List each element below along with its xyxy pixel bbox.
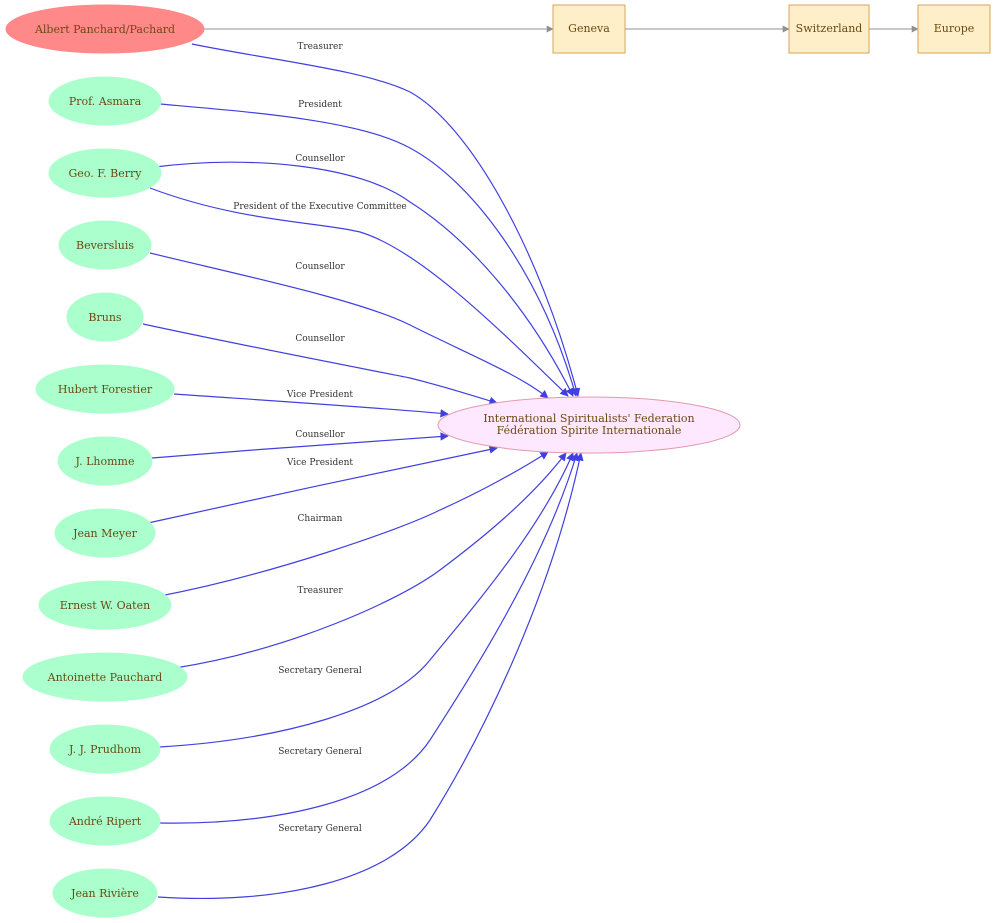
person-node-shape (22, 652, 188, 702)
person-node[interactable]: Jean Rivière (52, 868, 158, 918)
place-node-europe[interactable]: Europe (917, 4, 991, 54)
organization-name-english: International Spiritualists' Federation (483, 412, 694, 425)
role-edge-label: Counsellor (295, 262, 345, 272)
organization-node[interactable]: International Spiritualists' Federation … (437, 396, 741, 454)
organization-name-french: Fédération Spirite Internationale (497, 424, 682, 437)
role-edge-label: Treasurer (297, 42, 343, 52)
role-edge-label: President of the Executive Committee (233, 202, 406, 212)
role-edges (142, 43, 584, 900)
person-node[interactable]: Antoinette Pauchard (22, 652, 188, 702)
person-node[interactable]: André Ripert (49, 796, 161, 846)
person-node-shape (48, 148, 162, 198)
role-edge-label: Secretary General (278, 666, 362, 676)
role-edge-label: Secretary General (278, 747, 362, 757)
place-label: Europe (934, 22, 975, 35)
place-node-switzerland[interactable]: Switzerland (788, 4, 870, 54)
person-node[interactable]: Bruns (66, 292, 144, 342)
role-edge-label: Counsellor (295, 154, 345, 164)
person-name: Jean Meyer (72, 527, 138, 540)
person-name: Beversluis (76, 239, 134, 252)
person-name: Bruns (88, 311, 122, 324)
person-node[interactable]: Beversluis (58, 220, 152, 270)
role-edge (149, 187, 569, 397)
person-name: Antoinette Pauchard (47, 671, 163, 684)
role-edge (159, 103, 578, 397)
role-edge (147, 445, 498, 524)
role-edge (157, 452, 584, 900)
person-node[interactable]: Geo. F. Berry (48, 148, 162, 198)
role-edge (191, 43, 581, 397)
role-edge (159, 451, 549, 597)
person-node-shape (52, 868, 158, 918)
person-node-shape (54, 508, 156, 558)
role-edge-label: Chairman (298, 514, 343, 524)
role-edge (174, 452, 567, 669)
person-node[interactable]: Ernest W. Oaten (38, 580, 172, 630)
person-name: J. Lhomme (75, 455, 135, 468)
role-edge-label: Counsellor (295, 334, 345, 344)
person-name: Hubert Forestier (58, 383, 153, 396)
person-node[interactable]: Jean Meyer (54, 508, 156, 558)
person-node-shape (49, 724, 161, 774)
person-node-shape (49, 796, 161, 846)
role-edge-label: President (298, 100, 342, 110)
role-edge (142, 323, 498, 405)
role-edge (154, 161, 574, 397)
role-edge-label: Counsellor (295, 430, 345, 440)
place-label: Switzerland (796, 22, 863, 35)
person-node-shape (66, 292, 144, 342)
person-name: Jean Rivière (70, 887, 139, 900)
person-name: André Ripert (68, 815, 142, 828)
role-edge-label: Secretary General (278, 824, 362, 834)
person-node-shape (57, 436, 153, 486)
person-node-shape (35, 364, 175, 414)
person-node-shape (38, 580, 172, 630)
person-node-shape (5, 4, 205, 54)
person-node[interactable]: J. J. Prudhom (49, 724, 161, 774)
person-name: Geo. F. Berry (69, 167, 143, 180)
person-name: Ernest W. Oaten (60, 599, 150, 612)
person-node-shape (48, 76, 162, 126)
role-edge-label: Vice President (286, 390, 354, 400)
place-label: Geneva (568, 22, 610, 35)
person-node[interactable]: J. Lhomme (57, 436, 153, 486)
person-name: Prof. Asmara (69, 95, 142, 108)
role-edge (149, 252, 549, 399)
role-edge-label: Vice President (286, 458, 354, 468)
role-edge (158, 452, 574, 748)
role-edge (159, 452, 579, 824)
person-node-shape (58, 220, 152, 270)
person-name: J. J. Prudhom (68, 743, 142, 756)
place-node-geneva[interactable]: Geneva (552, 4, 626, 54)
person-node[interactable]: Prof. Asmara (48, 76, 162, 126)
role-edge (173, 393, 449, 418)
person-node[interactable]: Hubert Forestier (35, 364, 175, 414)
focus-person-node[interactable]: Albert Panchard/Pachard (5, 4, 205, 54)
role-edge-label: Treasurer (297, 586, 343, 596)
person-name: Albert Panchard/Pachard (34, 23, 175, 36)
role-edge (151, 432, 449, 459)
